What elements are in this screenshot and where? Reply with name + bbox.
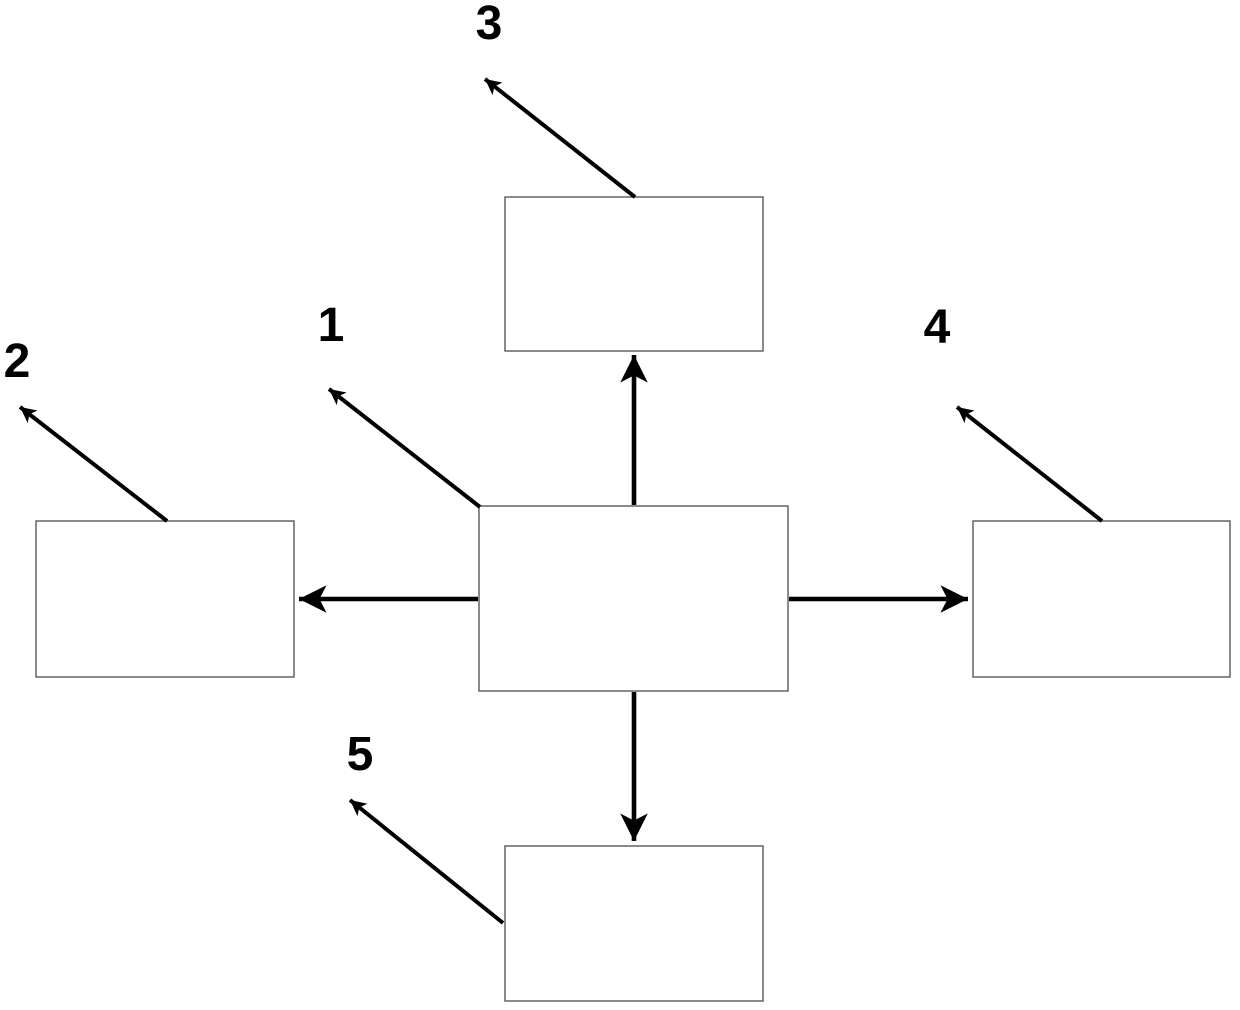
leader-arrow-3 [483, 77, 637, 199]
leader-arrow-2 [18, 405, 169, 523]
box-right [972, 520, 1231, 678]
leader-arrow-5 [348, 798, 505, 925]
leader-arrow-1 [327, 387, 482, 509]
label-5: 5 [347, 728, 374, 781]
labels-group: 1 2 3 4 5 [4, 0, 951, 781]
label-4: 4 [924, 301, 951, 354]
leader-arrow-4 [955, 405, 1104, 523]
label-3: 3 [476, 0, 503, 50]
label-1: 1 [318, 299, 345, 352]
label-2: 2 [4, 335, 31, 388]
box-center [478, 505, 789, 692]
box-top [504, 196, 764, 352]
box-left [35, 520, 295, 678]
box-bottom [504, 845, 764, 1002]
leader-arrows-group [18, 77, 1104, 925]
boxes-group [35, 196, 1231, 1002]
connector-arrows-group [299, 355, 968, 841]
